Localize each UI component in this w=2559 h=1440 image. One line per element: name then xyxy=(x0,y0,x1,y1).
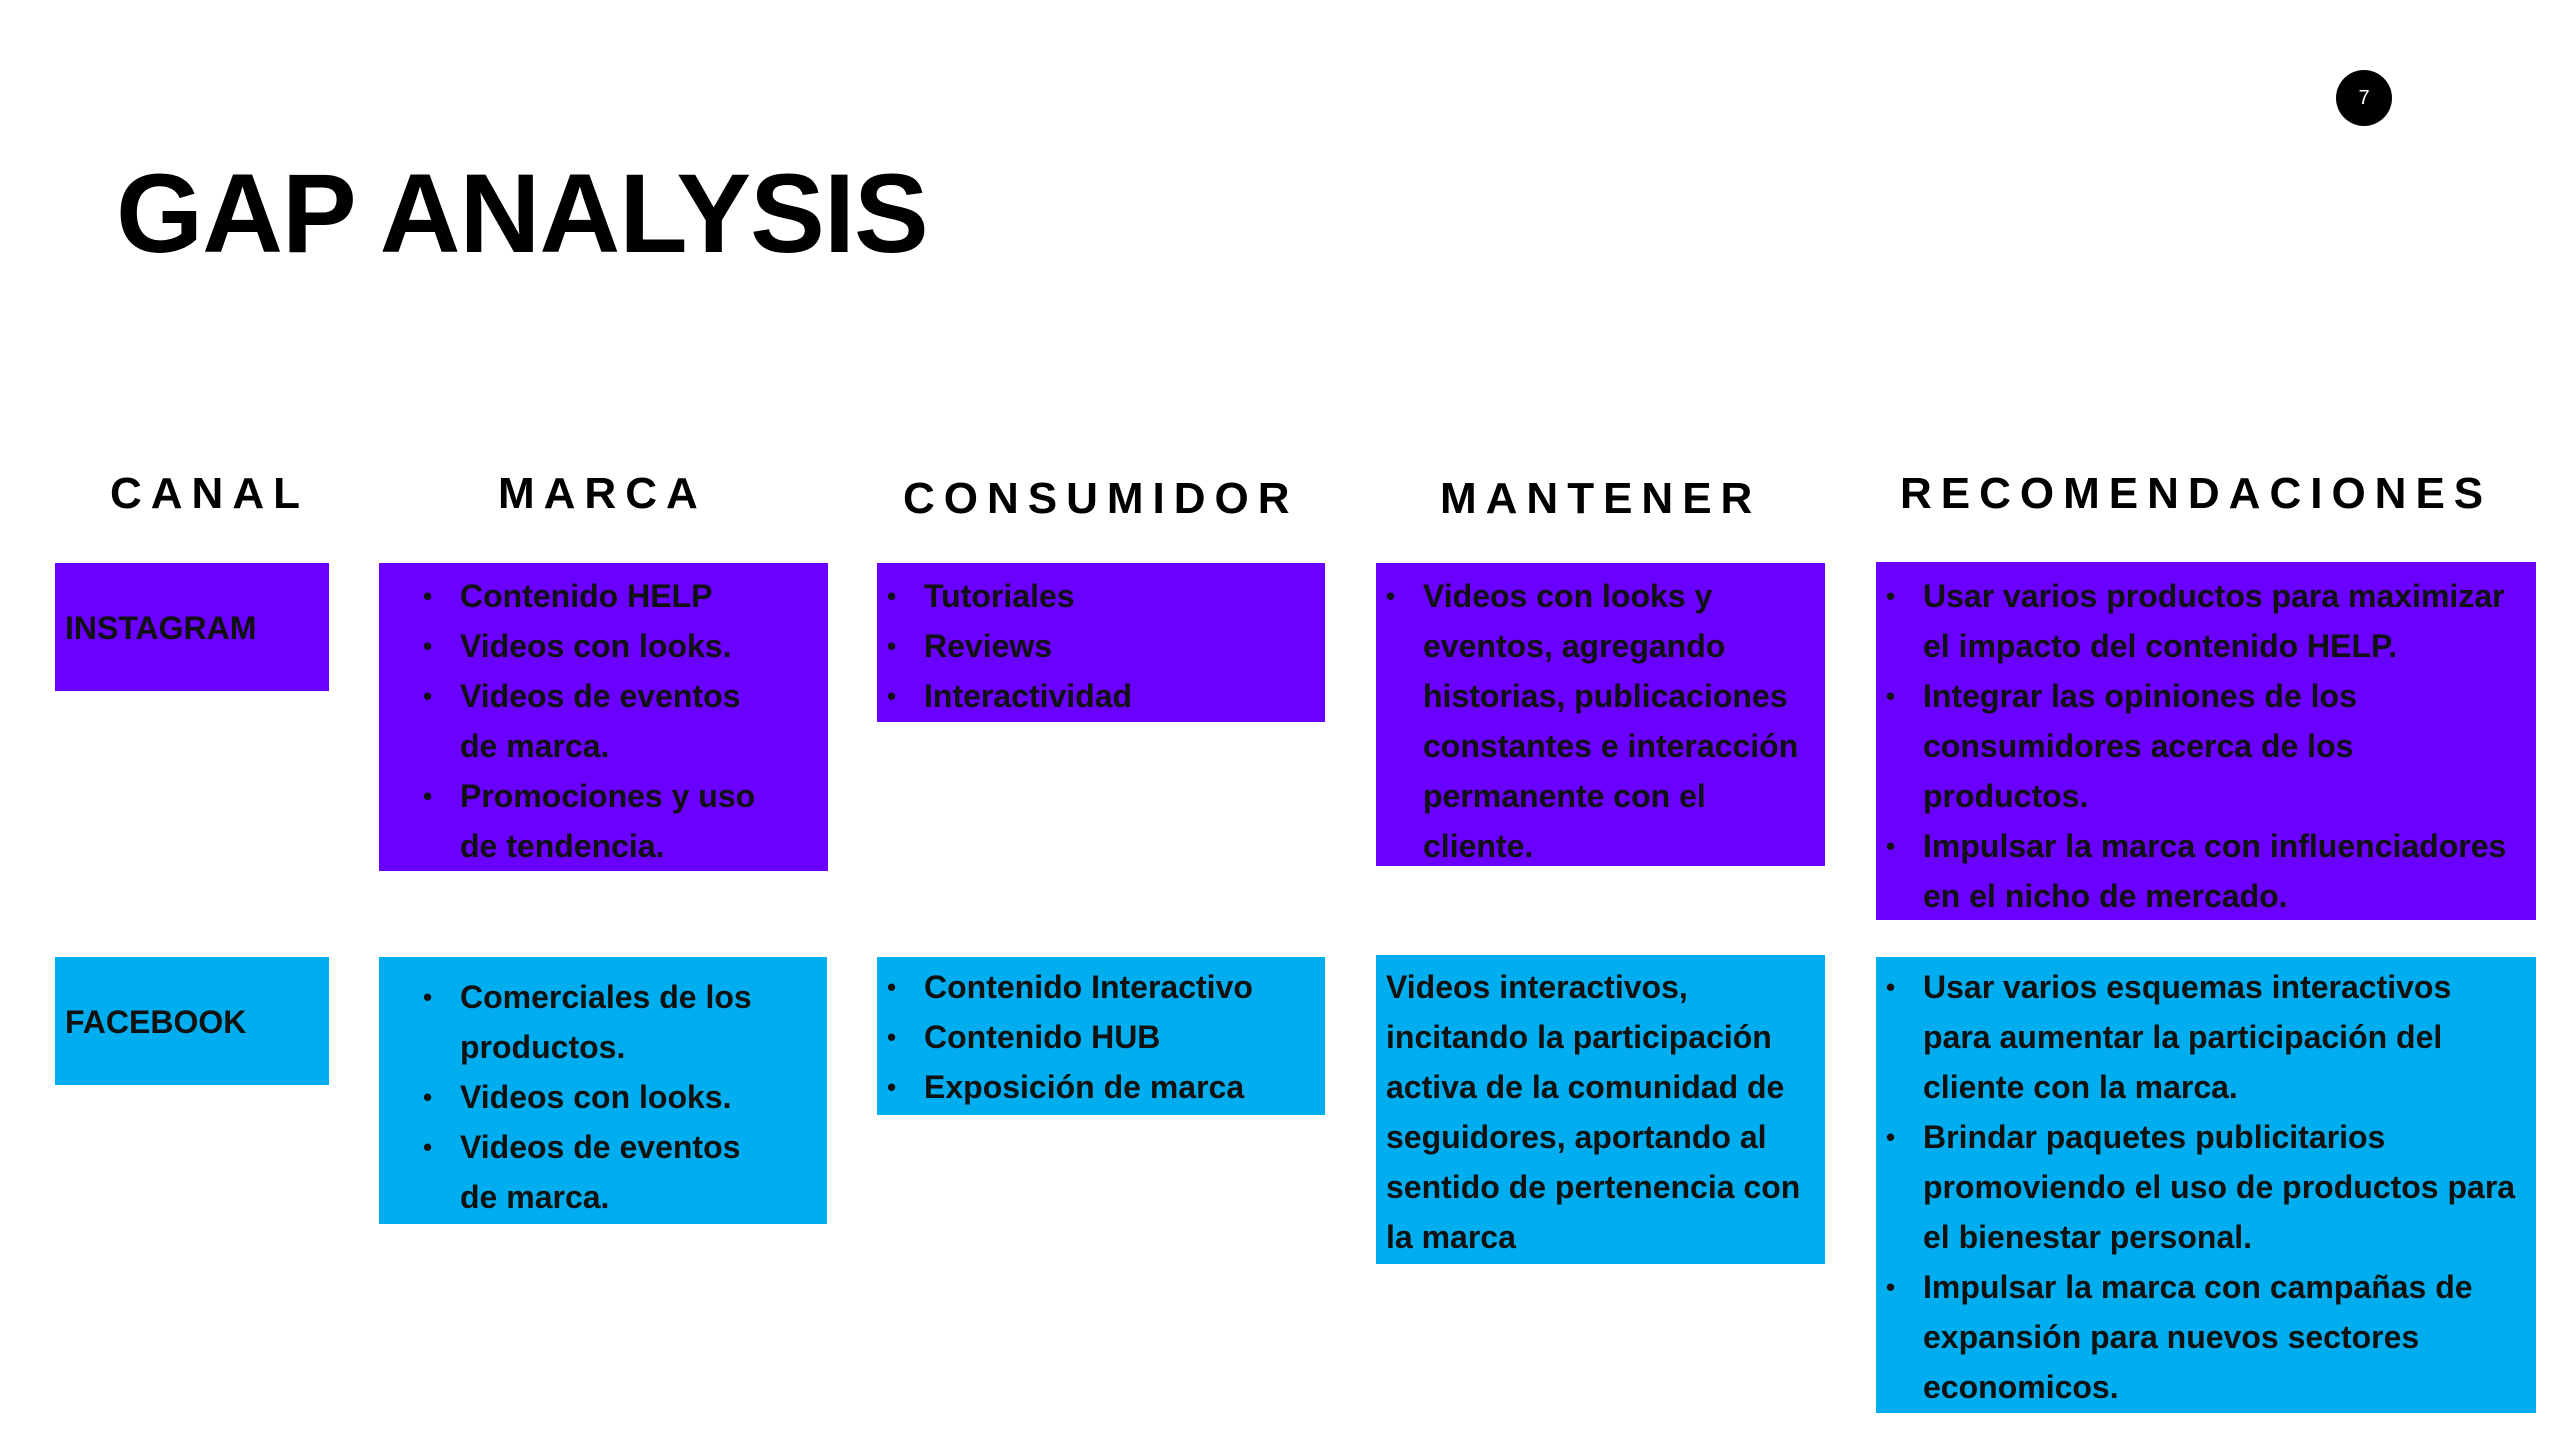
header-recomendaciones: RECOMENDACIONES xyxy=(1900,469,2493,518)
instagram-mantener-box: Videos con looks y eventos, agregando hi… xyxy=(1376,563,1825,866)
facebook-mantener-box: Videos interactivos, incitando la partic… xyxy=(1376,955,1825,1264)
instagram-consumidor-list: Tutoriales Reviews Interactividad xyxy=(887,571,1305,721)
instagram-canal-box: INSTAGRAM xyxy=(55,563,329,691)
header-mantener: MANTENER xyxy=(1440,474,1762,523)
list-item: Exposición de marca xyxy=(887,1062,1305,1112)
header-marca: MARCA xyxy=(498,469,707,518)
instagram-marca-box: Contenido HELP Videos con looks. Videos … xyxy=(379,563,828,871)
instagram-recomendaciones-list: Usar varios productos para maximizar el … xyxy=(1886,571,2522,921)
facebook-consumidor-box: Contenido Interactivo Contenido HUB Expo… xyxy=(877,957,1325,1115)
facebook-recomendaciones-box: Usar varios esquemas interactivos para a… xyxy=(1876,957,2536,1413)
facebook-consumidor-list: Contenido Interactivo Contenido HUB Expo… xyxy=(887,962,1305,1112)
list-item: Videos con looks. xyxy=(423,621,773,671)
list-item: Videos con looks y eventos, agregando hi… xyxy=(1386,571,1809,871)
list-item: Videos con looks. xyxy=(423,1072,773,1122)
list-item: Integrar las opiniones de los consumidor… xyxy=(1886,671,2522,821)
list-item: Promociones y uso de tendencia. xyxy=(423,771,773,871)
instagram-marca-list: Contenido HELP Videos con looks. Videos … xyxy=(423,571,773,871)
slide-title: GAP ANALYSIS xyxy=(116,151,929,276)
list-item: Brindar paquetes publicitarios promovien… xyxy=(1886,1112,2522,1262)
instagram-consumidor-box: Tutoriales Reviews Interactividad xyxy=(877,563,1325,722)
instagram-canal-label: INSTAGRAM xyxy=(65,610,257,646)
list-item: Videos de eventos de marca. xyxy=(423,671,773,771)
facebook-canal-label: FACEBOOK xyxy=(65,1004,247,1040)
list-item: Reviews xyxy=(887,621,1305,671)
list-item: Contenido HELP xyxy=(423,571,773,621)
list-item: Usar varios productos para maximizar el … xyxy=(1886,571,2522,671)
list-item: Contenido HUB xyxy=(887,1012,1305,1062)
page-number-badge: 7 xyxy=(2336,70,2392,126)
facebook-recomendaciones-list: Usar varios esquemas interactivos para a… xyxy=(1886,962,2522,1412)
list-item: Usar varios esquemas interactivos para a… xyxy=(1886,962,2522,1112)
list-item: Contenido Interactivo xyxy=(887,962,1305,1012)
header-consumidor: CONSUMIDOR xyxy=(903,474,1299,523)
list-item: Videos de eventos de marca. xyxy=(423,1122,773,1222)
header-canal: CANAL xyxy=(110,469,309,518)
list-item: Interactividad xyxy=(887,671,1305,721)
facebook-canal-box: FACEBOOK xyxy=(55,957,329,1085)
list-item: Impulsar la marca con influenciadores en… xyxy=(1886,821,2522,921)
facebook-marca-box: Comerciales de los productos. Videos con… xyxy=(379,957,827,1224)
facebook-marca-list: Comerciales de los productos. Videos con… xyxy=(423,972,773,1222)
facebook-mantener-text: Videos interactivos, incitando la partic… xyxy=(1386,969,1801,1255)
instagram-mantener-list: Videos con looks y eventos, agregando hi… xyxy=(1386,571,1809,871)
list-item: Tutoriales xyxy=(887,571,1305,621)
list-item: Impulsar la marca con campañas de expans… xyxy=(1886,1262,2522,1412)
list-item: Comerciales de los productos. xyxy=(423,972,773,1072)
instagram-recomendaciones-box: Usar varios productos para maximizar el … xyxy=(1876,562,2536,920)
